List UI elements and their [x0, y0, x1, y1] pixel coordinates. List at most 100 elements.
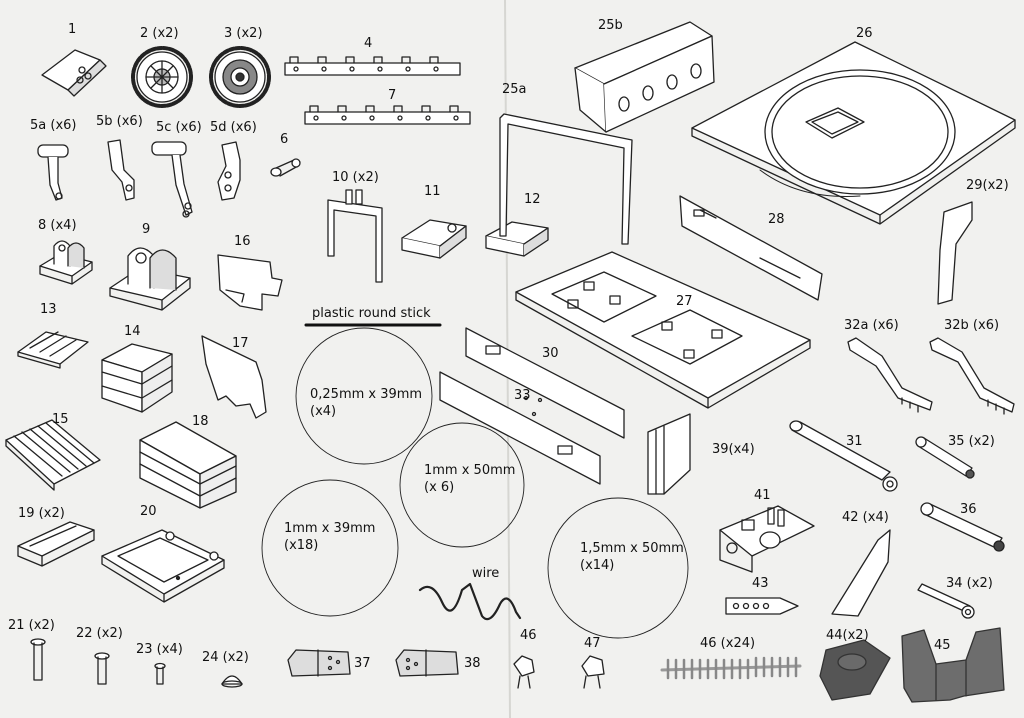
circle-qty-025x39: (x4): [310, 404, 337, 419]
label-part-34: 34 (x2): [946, 576, 993, 591]
label-part-44: 44(x2): [826, 628, 869, 643]
label-part-12: 12: [524, 192, 541, 207]
part-5a-arm: [37, 144, 69, 201]
label-part-42: 42 (x4): [842, 510, 889, 525]
circle-size-15x50: 1,5mm x 50mm: [580, 541, 684, 556]
label-part-38: 38: [464, 656, 481, 671]
part-10-frame: [327, 189, 383, 283]
circle-label-025x39: 0,25mm x 39mm (x4): [310, 386, 422, 420]
label-part-16: 16: [234, 234, 251, 249]
part-38-hinge: [395, 649, 459, 677]
wire-label: wire: [472, 566, 500, 581]
part-25b-housing: [574, 21, 715, 133]
label-part-32a: 32a (x6): [844, 318, 899, 333]
label-part-29: 29(x2): [966, 178, 1009, 193]
part-13-plate: [17, 331, 89, 369]
part-44-pad: [819, 639, 891, 701]
label-part-14: 14: [124, 324, 141, 339]
label-part-19: 19 (x2): [18, 506, 65, 521]
part-3-sprocket: [209, 46, 271, 108]
label-part-21: 21 (x2): [8, 618, 55, 633]
label-part-17: 17: [232, 336, 249, 351]
label-part-36: 36: [960, 502, 977, 517]
label-part-31: 31: [846, 434, 863, 449]
part-37-hinge: [287, 649, 351, 677]
part-31-rod: [789, 420, 898, 492]
label-part-32b: 32b (x6): [944, 318, 1000, 333]
part-19-channel: [17, 521, 95, 567]
label-part-28: 28: [768, 212, 785, 227]
wire-sample: [418, 582, 522, 621]
part-41-assembly: [719, 505, 815, 573]
label-part-22: 22 (x2): [76, 626, 123, 641]
part-46-comb-strip: [660, 656, 802, 680]
part-28-rail: [679, 195, 823, 301]
circle-label-15x50: 1,5mm x 50mm (x14): [580, 540, 684, 574]
part-9-mount: [109, 247, 191, 311]
part-35-rod: [915, 436, 975, 479]
part-7-track-strip: [304, 105, 471, 125]
part-15-grating: [5, 419, 101, 491]
part-23-pin: [154, 662, 166, 685]
label-part-35: 35 (x2): [948, 434, 995, 449]
part-42-gusset: [831, 529, 891, 617]
label-part-30: 30: [542, 346, 559, 361]
part-5d-arm: [217, 141, 241, 201]
stick-circle-025x39: [295, 327, 433, 465]
circle-size-1x50: 1mm x 50mm: [424, 463, 516, 478]
label-part-7: 7: [388, 88, 397, 103]
part-22-pin: [94, 652, 110, 685]
part-29-strip: [937, 201, 973, 305]
label-part-15: 15: [52, 412, 69, 427]
part-4-track-strip: [284, 56, 461, 76]
label-part-46-clip: 46: [520, 628, 537, 643]
label-part-41: 41: [754, 488, 771, 503]
part-6-bushing: [270, 158, 301, 177]
part-43-plate: [725, 597, 799, 615]
label-part-5b: 5b (x6): [96, 114, 143, 129]
stick-circle-1x39: [261, 479, 399, 617]
circle-qty-1x39: (x18): [284, 538, 319, 553]
circle-size-025x39: 0,25mm x 39mm: [310, 387, 423, 402]
label-part-45: 45: [934, 638, 951, 653]
label-part-37: 37: [354, 656, 371, 671]
circle-label-1x50: 1mm x 50mm (x 6): [424, 462, 515, 496]
part-17-plate: [201, 335, 267, 419]
label-part-11: 11: [424, 184, 441, 199]
stick-circle-1x50: [399, 422, 525, 548]
part-24-dome: [221, 675, 243, 688]
label-part-9: 9: [142, 222, 151, 237]
label-part-43: 43: [752, 576, 769, 591]
part-14-crate: [101, 343, 173, 413]
part-45-mount: [901, 627, 1005, 703]
circle-label-1x39: 1mm x 39mm (x18): [284, 520, 375, 554]
part-36-rod: [920, 502, 1005, 552]
part-32b-bracket: [929, 337, 1015, 415]
part-18-crate: [139, 421, 237, 509]
part-8-mount: [39, 240, 93, 285]
label-part-2: 2 (x2): [140, 26, 179, 41]
label-part-33: 33: [514, 388, 531, 403]
part-25a-handle: [499, 113, 633, 245]
part-16-plate: [217, 254, 283, 311]
circle-size-1x39: 1mm x 39mm: [284, 521, 376, 536]
label-part-3: 3 (x2): [224, 26, 263, 41]
part-33-bar: [439, 371, 601, 485]
label-part-8: 8 (x4): [38, 218, 77, 233]
part-47-clip: [581, 655, 605, 689]
part-34-rod: [917, 583, 975, 619]
part-30-bar: [465, 327, 625, 439]
label-part-18: 18: [192, 414, 209, 429]
label-part-27: 27: [676, 294, 693, 309]
label-part-5a: 5a (x6): [30, 118, 77, 133]
label-part-23: 23 (x4): [136, 642, 183, 657]
part-21-pin: [30, 638, 46, 681]
label-part-26: 26: [856, 26, 873, 41]
part-2-sprocket: [131, 46, 193, 108]
label-part-1: 1: [68, 22, 77, 37]
label-part-20: 20: [140, 504, 157, 519]
stick-circle-15x50: [547, 497, 689, 639]
part-1-bracket: [41, 49, 107, 97]
part-32a-bracket: [847, 337, 933, 413]
